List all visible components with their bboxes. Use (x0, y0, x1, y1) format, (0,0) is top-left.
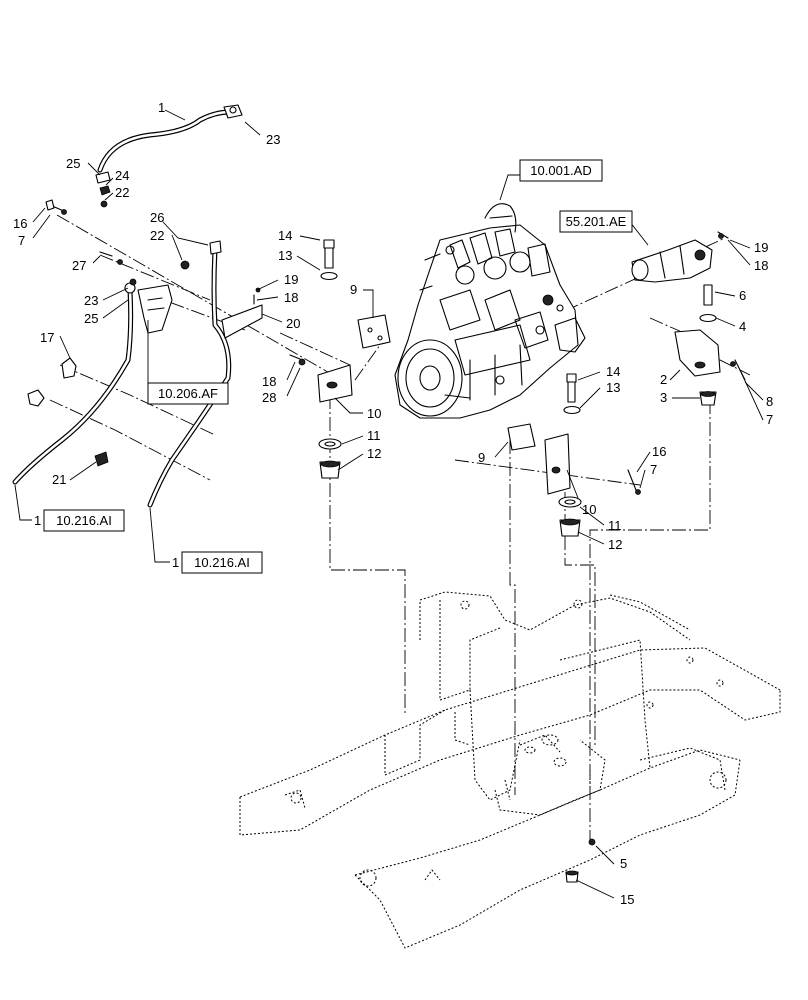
callout-27: 27 (72, 258, 86, 273)
callout-15: 15 (620, 892, 634, 907)
callout-19: 19 (754, 240, 768, 255)
callout-24: 24 (115, 168, 129, 183)
callout-21: 21 (52, 472, 66, 487)
chassis-frame (239, 591, 781, 949)
callout-4: 4 (739, 319, 746, 334)
callout-23: 23 (266, 132, 280, 147)
callouts: 1 23 25 24 22 16 7 26 22 27 23 25 14 13 … (13, 100, 773, 907)
callout-25: 25 (66, 156, 80, 171)
callout-13: 13 (278, 248, 292, 263)
callout-26: 26 (150, 210, 164, 225)
callout-11: 11 (608, 518, 622, 533)
callout-18: 18 (754, 258, 768, 273)
callout-6: 6 (739, 288, 746, 303)
fuel-hoses (12, 109, 233, 508)
callout-10: 10 (582, 502, 596, 517)
leader-lines (14, 109, 764, 899)
callout-18: 18 (262, 374, 276, 389)
ref-line-a: 10.216.AI (56, 513, 112, 528)
callout-25: 25 (84, 311, 98, 326)
callout-8: 8 (766, 394, 773, 409)
callout-1: 1 (172, 555, 179, 570)
callout-11: 11 (367, 428, 381, 443)
callout-18: 18 (284, 290, 298, 305)
reference-boxes: 10.001.AD 55.201.AE 10.206.AF 10.216.AI … (43, 159, 633, 574)
ref-engine: 10.001.AD (530, 163, 591, 178)
ref-filter: 10.206.AF (158, 386, 218, 401)
small-parts (27, 104, 746, 883)
callout-1: 1 (158, 100, 165, 115)
callout-3: 3 (660, 390, 667, 405)
callout-19: 19 (284, 272, 298, 287)
callout-28: 28 (262, 390, 276, 405)
callout-7: 7 (766, 412, 773, 427)
callout-7: 7 (18, 233, 25, 248)
callout-9: 9 (350, 282, 357, 297)
callout-2: 2 (660, 372, 667, 387)
ref-line-b: 10.216.AI (194, 555, 250, 570)
callout-12: 12 (608, 537, 622, 552)
callout-14: 14 (606, 364, 620, 379)
callout-9: 9 (478, 450, 485, 465)
callout-5: 5 (620, 856, 627, 871)
callout-16: 16 (652, 444, 666, 459)
callout-10: 10 (367, 406, 381, 421)
callout-16: 16 (13, 216, 27, 231)
starter-motor (631, 239, 713, 283)
callout-23: 23 (84, 293, 98, 308)
callout-20: 20 (286, 316, 300, 331)
engine-assembly (394, 203, 586, 419)
callout-17: 17 (40, 330, 54, 345)
callout-7: 7 (650, 462, 657, 477)
callout-14: 14 (278, 228, 292, 243)
ref-starter: 55.201.AE (566, 214, 627, 229)
callout-1: 1 (34, 513, 41, 528)
callout-13: 13 (606, 380, 620, 395)
callout-12: 12 (367, 446, 381, 461)
callout-22: 22 (115, 185, 129, 200)
callout-22: 22 (150, 228, 164, 243)
